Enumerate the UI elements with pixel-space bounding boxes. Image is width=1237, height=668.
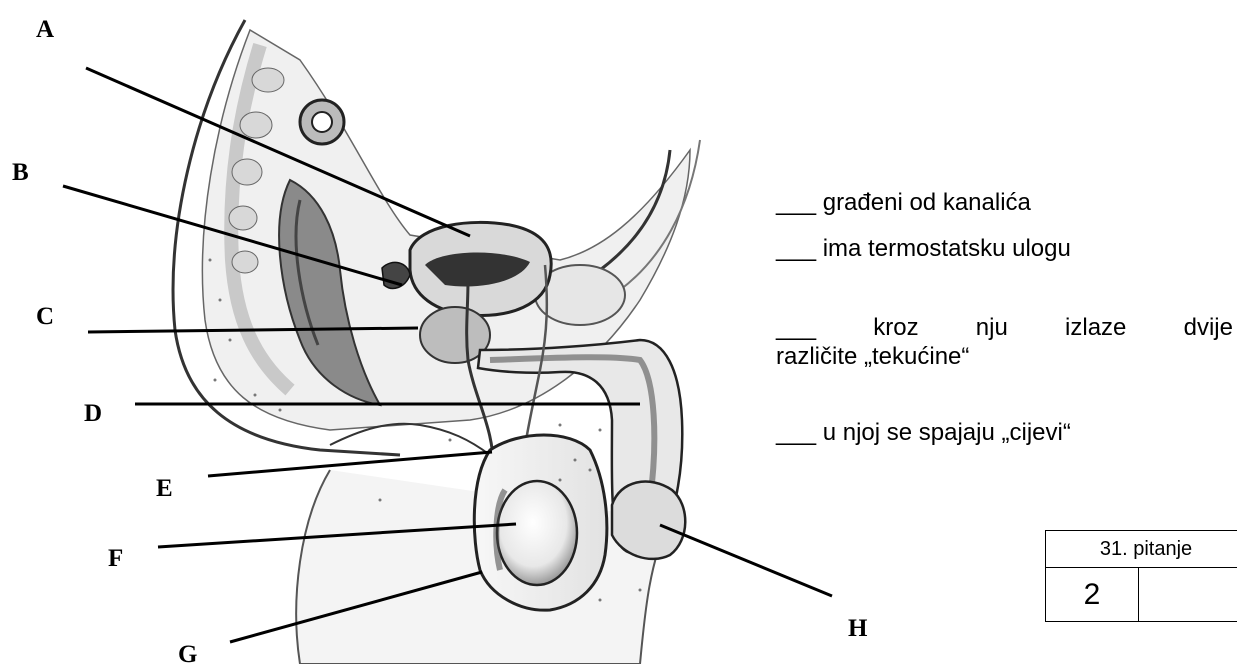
- answer-blank[interactable]: ___: [776, 419, 816, 446]
- label-a: A: [36, 17, 54, 42]
- label-d: D: [84, 401, 102, 426]
- answer-blank[interactable]: ___: [776, 235, 816, 262]
- leader-h: [660, 525, 832, 596]
- score-box: 31. pitanje 2: [1045, 530, 1237, 622]
- leader-e: [208, 452, 492, 476]
- statement-4: ___ u njoj se spajaju „cijevi“: [776, 418, 1071, 447]
- question-number: 31. pitanje: [1046, 531, 1237, 568]
- statement-word: izlaze: [1065, 313, 1126, 342]
- statement-text-line2: različite „tekućine“: [776, 342, 1233, 371]
- statement-1: ___ građeni od kanalića: [776, 188, 1031, 217]
- label-e: E: [156, 476, 173, 501]
- glans: [612, 482, 685, 559]
- answer-blank[interactable]: ___: [776, 313, 816, 342]
- label-f: F: [108, 546, 123, 571]
- statement-word: dvije: [1184, 313, 1233, 342]
- max-points: 2: [1046, 568, 1139, 621]
- statement-3: ___ kroz nju izlaze dvije različite „tek…: [776, 313, 1233, 371]
- testis: [497, 481, 577, 585]
- label-h: H: [848, 616, 867, 641]
- statement-text: u njoj se spajaju „cijevi“: [823, 419, 1071, 446]
- statement-word: kroz: [873, 313, 918, 342]
- earned-points-field[interactable]: [1139, 568, 1237, 621]
- answer-blank[interactable]: ___: [776, 189, 816, 216]
- statement-2: ___ ima termostatsku ulogu: [776, 234, 1071, 263]
- statement-text: građeni od kanalića: [823, 189, 1031, 216]
- statement-text: ima termostatsku ulogu: [823, 235, 1071, 262]
- statement-word: nju: [976, 313, 1008, 342]
- label-c: C: [36, 304, 54, 329]
- label-b: B: [12, 160, 29, 185]
- label-g: G: [178, 642, 197, 667]
